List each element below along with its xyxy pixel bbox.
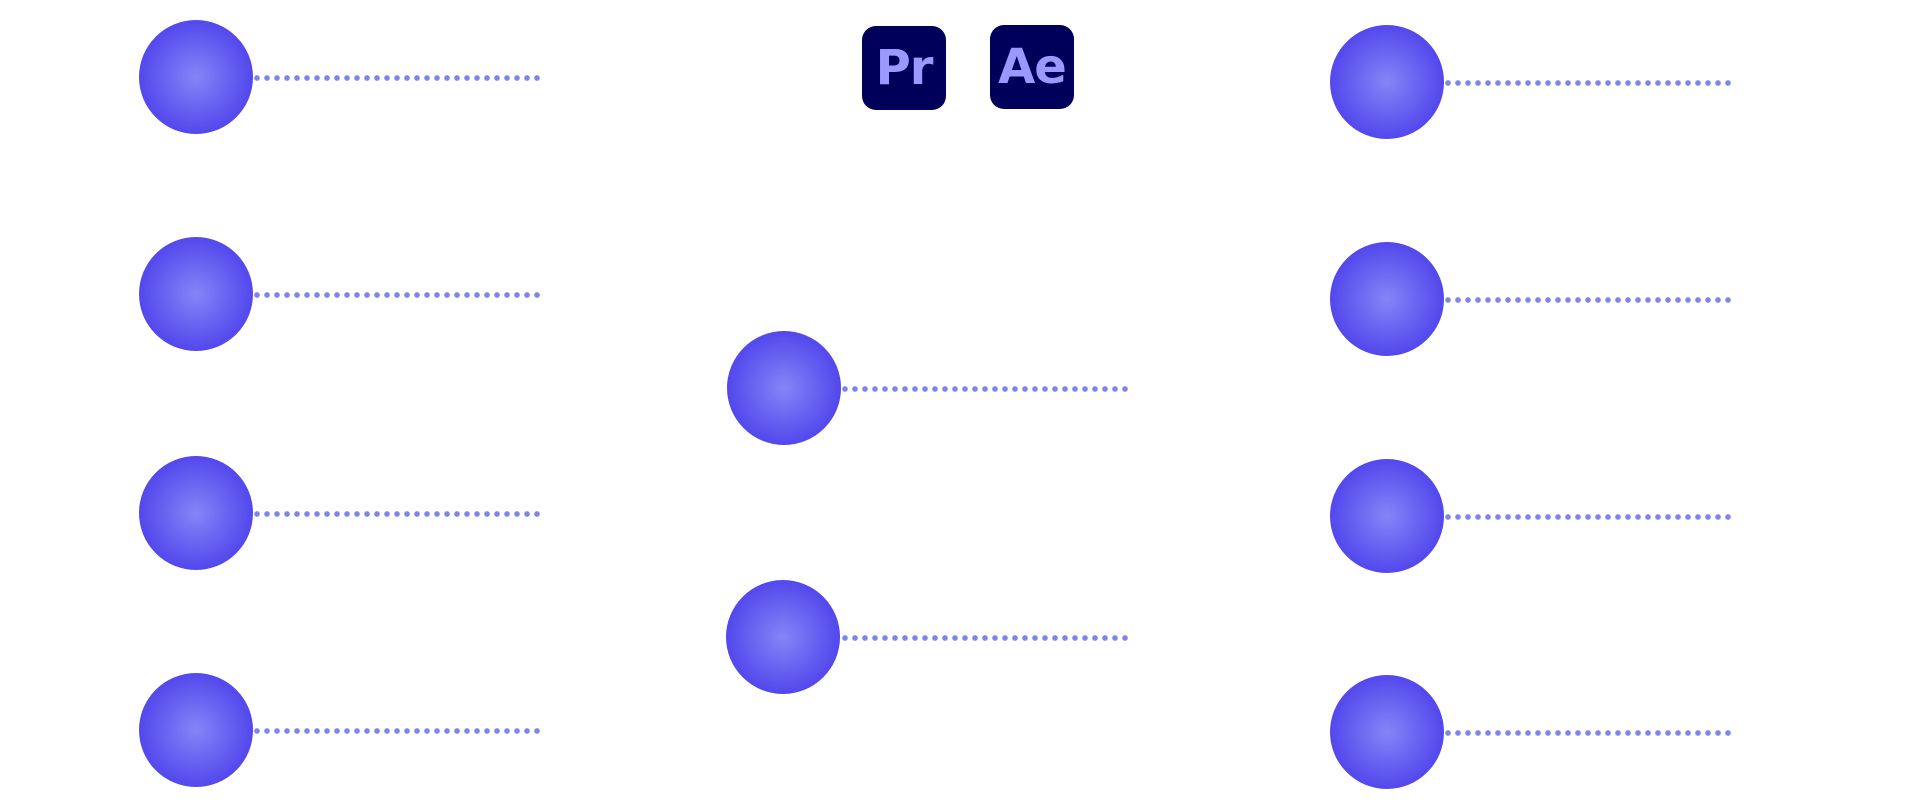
dotted-leader-line: [252, 511, 542, 517]
dotted-leader-line: [1443, 514, 1733, 520]
bullet-circle: [1330, 459, 1444, 573]
premiere-pro-label: Pr: [875, 40, 934, 96]
bullet-circle: [139, 237, 253, 351]
premiere-pro-icon: Pr: [862, 26, 946, 110]
bullet-circle: [139, 456, 253, 570]
bullet-circle: [727, 331, 841, 445]
after-effects-label: Ae: [998, 39, 1067, 95]
dotted-leader-line: [1443, 297, 1733, 303]
dotted-leader-line: [252, 728, 542, 734]
dotted-leader-line: [840, 386, 1130, 392]
after-effects-icon: Ae: [990, 25, 1074, 109]
bullet-circle: [139, 20, 253, 134]
bullet-circle: [1330, 675, 1444, 789]
bullet-circle: [1330, 25, 1444, 139]
bullet-circle: [726, 580, 840, 694]
dotted-leader-line: [840, 635, 1130, 641]
bullet-circle: [139, 673, 253, 787]
bullet-circle: [1330, 242, 1444, 356]
dotted-leader-line: [252, 75, 542, 81]
dotted-leader-line: [1443, 730, 1733, 736]
dotted-leader-line: [1443, 80, 1733, 86]
dotted-leader-line: [252, 292, 542, 298]
